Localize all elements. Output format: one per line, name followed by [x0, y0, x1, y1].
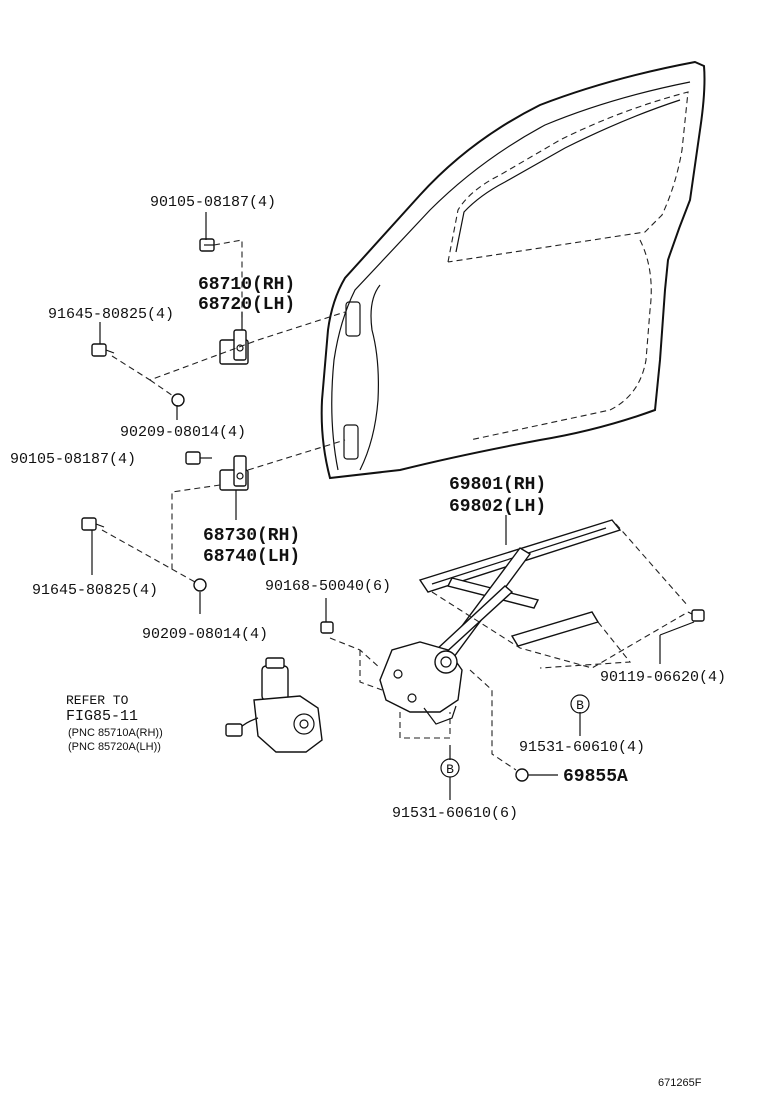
label-bolt-lower-hinge: 90105-08187(4): [10, 451, 136, 468]
callout-marker-label: B: [576, 698, 584, 713]
motor-note-line4: (PNC 85720A(LH)): [68, 741, 161, 753]
label-hinge-lower-rh: 68730(RH): [203, 526, 300, 546]
label-hinge-upper-lh: 68720(LH): [198, 295, 295, 315]
bolt-icon: [185, 451, 212, 465]
label-bolt-lower-left: 91645-80825(4): [32, 582, 158, 599]
label-nut-lower: 90209-08014(4): [142, 626, 268, 643]
label-bolt-regulator: 90168-50040(6): [265, 578, 391, 595]
plug-icon: [515, 768, 529, 782]
hinge-icon: [219, 329, 249, 365]
nut-icon: [171, 393, 185, 407]
motor-note-line3: (PNC 85710A(RH)): [68, 727, 163, 739]
window-regulator: [320, 519, 705, 782]
figure-code: 671265F: [658, 1077, 702, 1089]
motor-note-line2: FIG85-11: [66, 708, 138, 725]
label-hinge-lower-lh: 68740(LH): [203, 547, 300, 567]
label-bolt-upper-left: 91645-80825(4): [48, 306, 174, 323]
lower-hinge-group: [81, 439, 346, 592]
window-motor: [225, 657, 323, 753]
label-bolt-upper-hinge: 90105-08187(4): [150, 194, 276, 211]
label-regulator-rh: 69801(RH): [449, 475, 546, 495]
nut-icon: [193, 578, 207, 592]
motor-note: REFER TO FIG85-11 (PNC 85710A(RH)) (PNC …: [66, 693, 163, 753]
label-rivet-bottom: 91531-60610(6): [392, 805, 518, 822]
leader-lines: [91, 212, 695, 800]
label-nut-upper: 90209-08014(4): [120, 424, 246, 441]
bolt-icon: [320, 621, 334, 634]
label-plug: 69855A: [563, 767, 628, 787]
bolt-icon: [687, 609, 705, 622]
part-labels: 90105-08187(4) 68710(RH) 68720(LH) 91645…: [10, 194, 726, 822]
door-shell: [320, 60, 706, 480]
label-rivet-right: 91531-60610(4): [519, 739, 645, 756]
bolt-icon: [91, 343, 115, 357]
label-hinge-upper-rh: 68710(RH): [198, 275, 295, 295]
upper-hinge-group: [91, 238, 346, 407]
callout-marker-bottom: B: [440, 758, 460, 778]
callout-marker-right: B: [570, 694, 590, 714]
label-regulator-lh: 69802(LH): [449, 497, 546, 517]
label-bolt-right: 90119-06620(4): [600, 669, 726, 686]
callout-marker-label: B: [446, 762, 454, 777]
motor-note-line1: REFER TO: [66, 693, 129, 708]
bolt-icon: [81, 517, 105, 531]
hinge-icon: [219, 455, 249, 491]
bolt-icon: [199, 238, 215, 252]
